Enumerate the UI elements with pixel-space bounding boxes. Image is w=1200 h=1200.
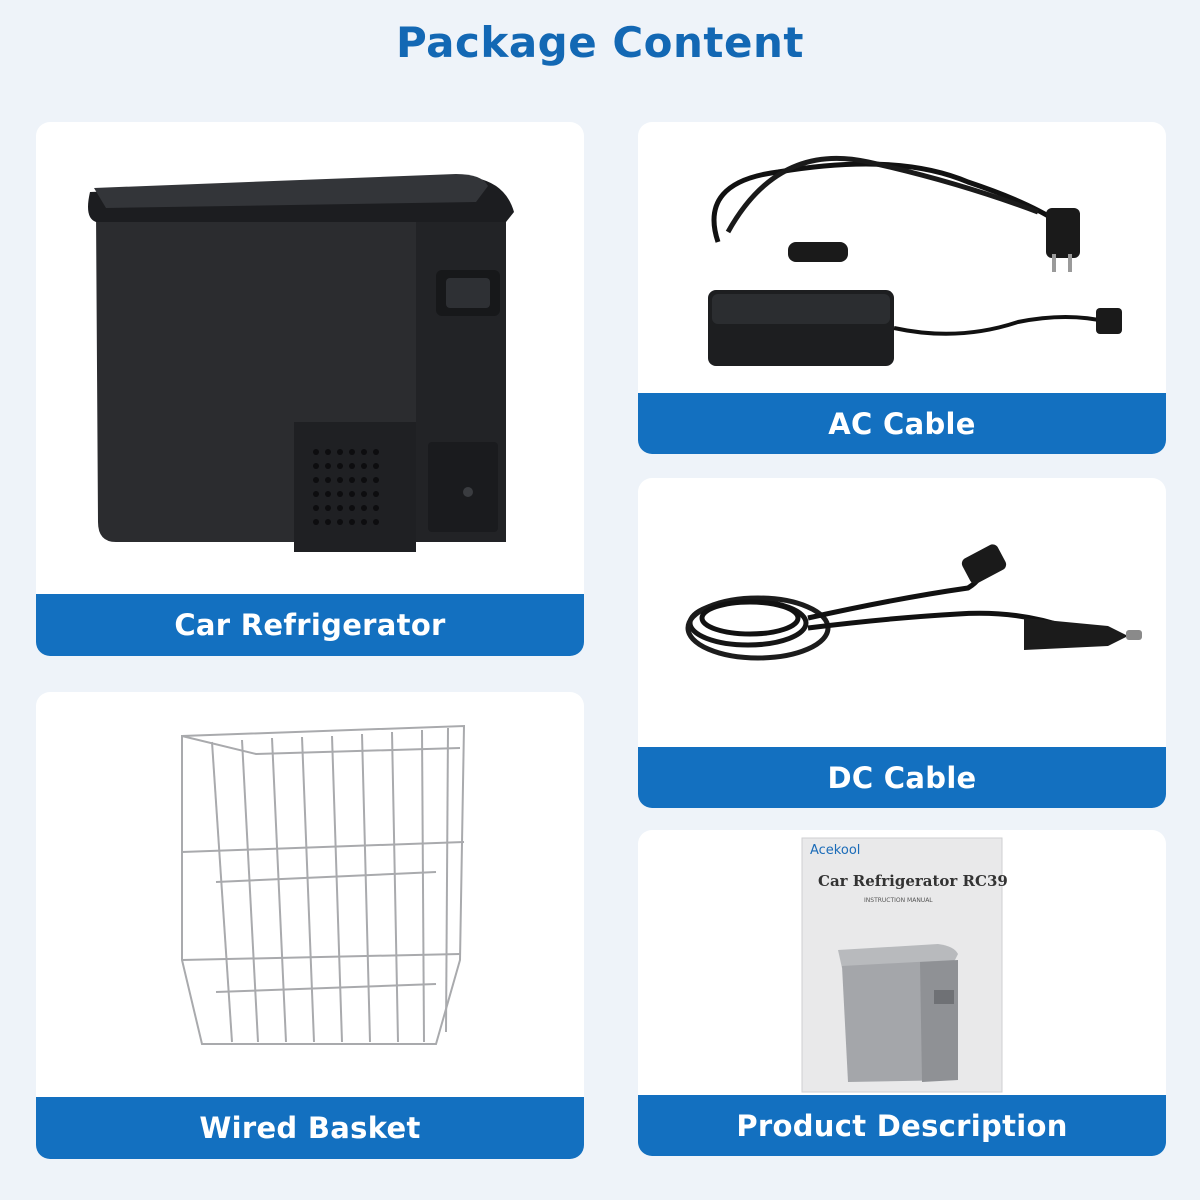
package-item-ac-cable: AC Cable <box>638 122 1166 454</box>
package-item-wired-basket: Wired Basket <box>36 692 584 1159</box>
package-item-car-refrigerator: Car Refrigerator <box>36 122 584 656</box>
package-item-product-description: Acekool Car Refrigerator RC39 INSTRUCTIO… <box>638 830 1166 1156</box>
wired-basket-image <box>36 692 584 1097</box>
page-title: Package Content <box>396 18 804 67</box>
instruction-manual-image: Acekool Car Refrigerator RC39 INSTRUCTIO… <box>638 830 1166 1095</box>
ac-cable-image <box>638 122 1166 393</box>
manual-title-text: Car Refrigerator RC39 <box>818 872 1008 890</box>
item-label: Car Refrigerator <box>36 594 584 656</box>
car-refrigerator-image <box>36 122 584 594</box>
item-label: DC Cable <box>638 747 1166 808</box>
manual-subtitle-text: INSTRUCTION MANUAL <box>864 897 933 904</box>
item-label: Product Description <box>638 1095 1166 1156</box>
package-item-dc-cable: DC Cable <box>638 478 1166 808</box>
item-label: AC Cable <box>638 393 1166 454</box>
manual-brand-text: Acekool <box>810 843 860 858</box>
dc-cable-image <box>638 478 1166 747</box>
item-label: Wired Basket <box>36 1097 584 1159</box>
